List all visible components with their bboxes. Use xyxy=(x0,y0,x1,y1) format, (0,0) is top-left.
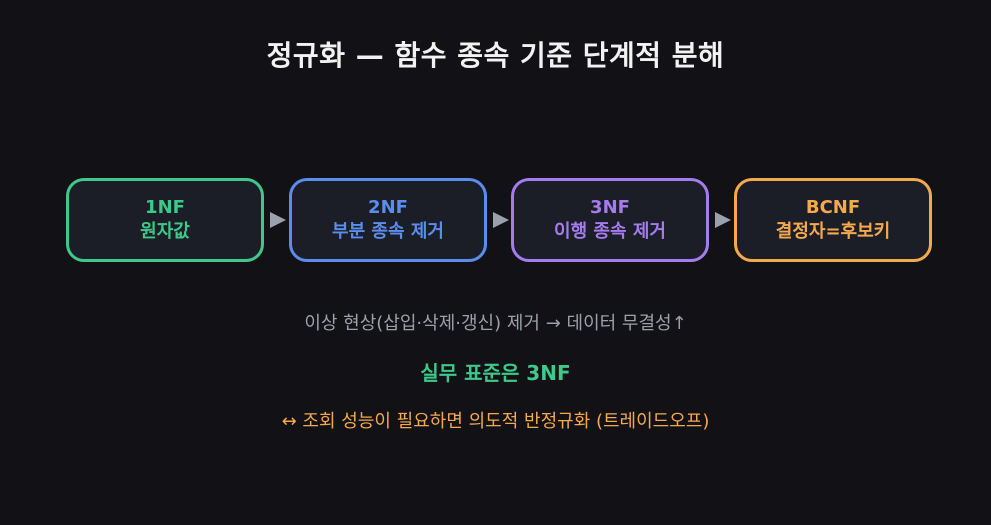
arrow-1nf-to-2nf xyxy=(270,212,286,228)
step-bcnf-label: BCNF xyxy=(805,197,861,218)
step-3nf-label: 3NF xyxy=(590,197,630,218)
step-3nf-description: 이행 종속 제거 xyxy=(554,221,666,242)
tradeoff-note: ↔ 조회 성능이 필요하면 의도적 반정규화 (트레이드오프) xyxy=(281,411,710,432)
diagram-title: 정규화 — 함수 종속 기준 단계적 분해 xyxy=(266,39,725,72)
practice-note: 실무 표준은 3NF xyxy=(420,361,571,385)
step-3nf-box: 3NF 이행 종속 제거 xyxy=(511,178,709,262)
step-1nf-description: 원자값 xyxy=(140,221,190,242)
arrow-3nf-to-bcnf xyxy=(715,212,731,228)
arrow-2nf-to-3nf xyxy=(493,212,509,228)
step-bcnf-box: BCNF 결정자=후보키 xyxy=(734,178,932,262)
step-2nf-label: 2NF xyxy=(368,197,408,218)
anomaly-note: 이상 현상(삽입·삭제·갱신) 제거 → 데이터 무결성↑ xyxy=(304,313,687,334)
step-2nf-description: 부분 종속 제거 xyxy=(332,221,444,242)
step-1nf-box: 1NF 원자값 xyxy=(66,178,264,262)
step-1nf-label: 1NF xyxy=(145,197,185,218)
step-bcnf-description: 결정자=후보키 xyxy=(775,221,891,242)
step-2nf-box: 2NF 부분 종속 제거 xyxy=(289,178,487,262)
